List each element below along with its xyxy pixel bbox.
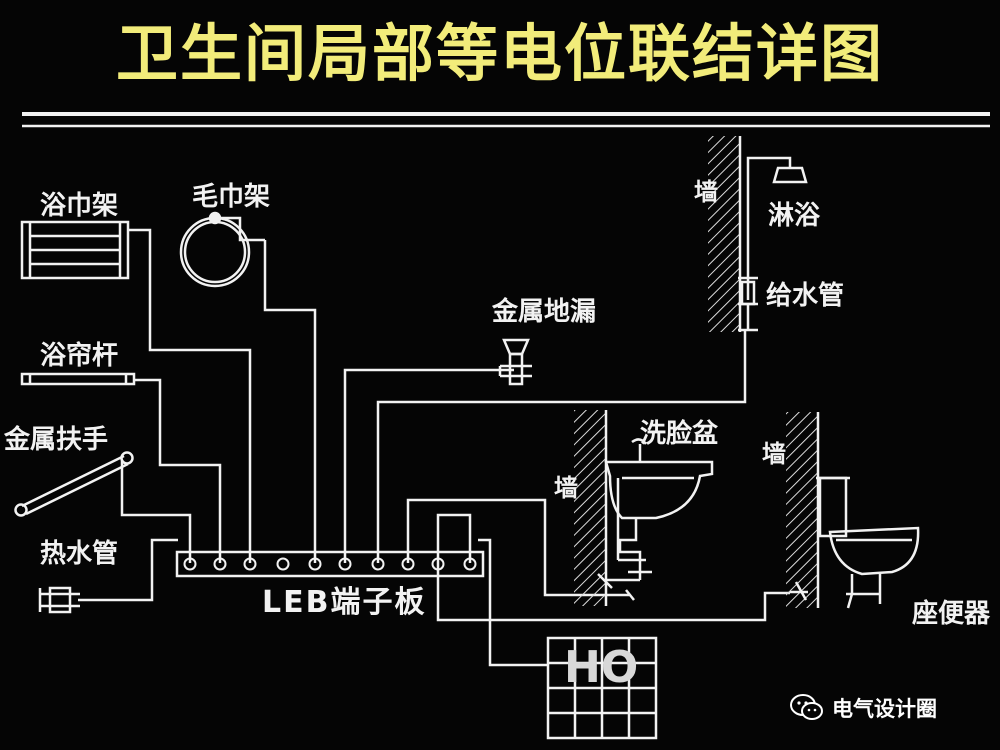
label-terminal-board: LEB端子板	[262, 585, 426, 620]
labels: 浴巾架 毛巾架 浴帘杆 金属扶手 热水管 金属地漏 淋浴 给水管 洗脸盆 座便器…	[3, 178, 991, 693]
wire-washbasin	[406, 498, 630, 597]
leb-terminal-board	[175, 550, 485, 578]
washbasin-icon	[597, 438, 714, 601]
watermark-text: 电气设计圈	[832, 697, 937, 721]
label-tile-mark: HO	[564, 642, 638, 693]
floor-drain-icon	[498, 338, 532, 386]
handrail-icon	[14, 451, 134, 517]
curtain-rod-icon	[20, 372, 136, 386]
shower-wall	[708, 136, 742, 332]
page-title: 卫生间局部等电位联结详图	[115, 17, 884, 90]
label-towel-ring: 毛巾架	[192, 182, 270, 212]
label-washbasin: 洗脸盆	[640, 418, 719, 449]
wire-curtain-rod	[134, 378, 222, 563]
label-curtain-rod: 浴帘杆	[40, 340, 118, 371]
label-wall-2: 墙	[554, 474, 578, 502]
wire-toilet	[436, 513, 790, 622]
wire-water-supply	[376, 330, 747, 563]
title-rule	[22, 112, 990, 128]
label-hot-water-pipe: 热水管	[40, 539, 118, 569]
label-shower: 淋浴	[768, 201, 821, 231]
label-wall-1: 墙	[694, 178, 718, 206]
label-bath-towel-rack: 浴巾架	[40, 191, 118, 221]
bonding-wires	[78, 228, 790, 667]
bath-towel-rack-icon	[20, 220, 130, 280]
wire-bath-towel-rack	[128, 228, 252, 563]
wire-floor-drain	[343, 368, 514, 563]
label-toilet: 座便器	[912, 598, 991, 629]
label-floor-drain: 金属地漏	[491, 296, 596, 327]
shower-icon	[738, 156, 808, 332]
hot-water-pipe-icon	[38, 586, 80, 614]
toilet-icon	[790, 476, 920, 609]
washbasin-wall	[574, 410, 608, 606]
wire-hot-water-pipe	[78, 538, 178, 602]
label-wall-3: 墙	[762, 440, 786, 468]
wire-towel-ring	[263, 240, 317, 563]
wire-handrail	[120, 460, 192, 563]
watermark: 电气设计圈	[790, 688, 980, 728]
towel-ring-icon	[179, 211, 265, 288]
tile-grid-icon	[546, 636, 658, 740]
label-water-supply-pipe: 给水管	[766, 280, 844, 311]
wechat-icon	[790, 694, 823, 720]
wire-tile	[478, 538, 548, 667]
toilet-wall	[786, 412, 820, 608]
label-handrail: 金属扶手	[3, 424, 108, 455]
